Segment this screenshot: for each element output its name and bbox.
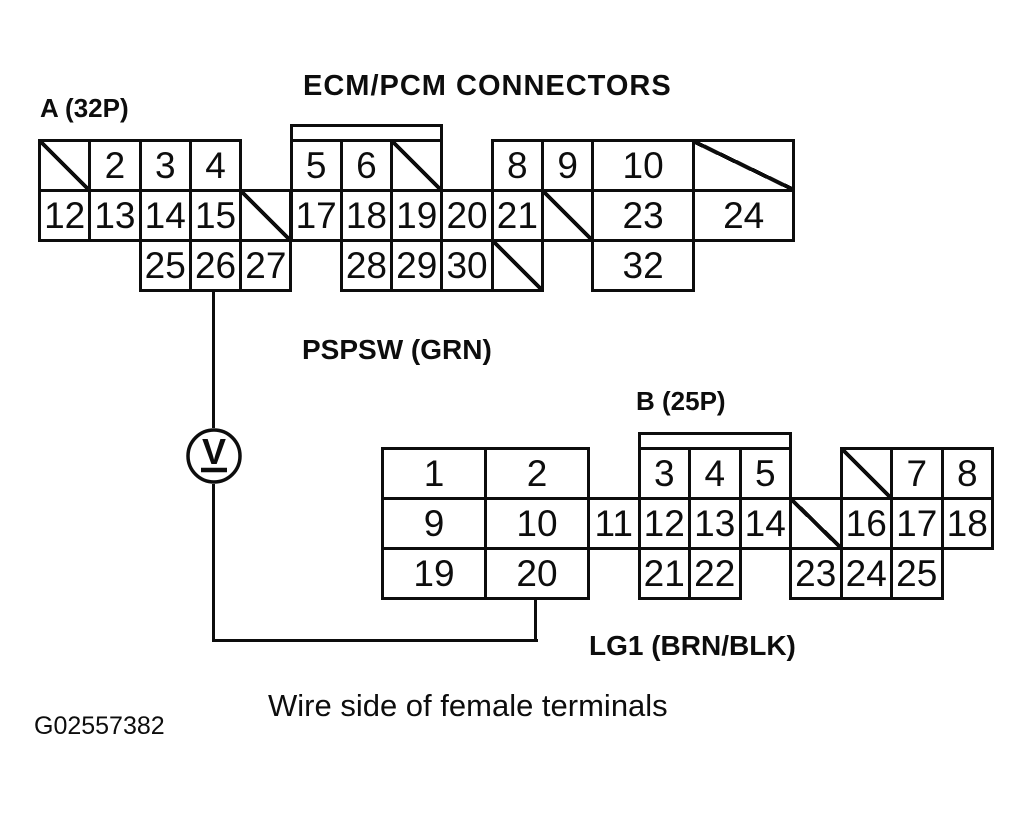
voltmeter-letter: V — [202, 431, 226, 472]
conn-b-pin-22: 22 — [688, 547, 742, 600]
conn-b-pin-2: 2 — [484, 447, 590, 500]
conn-b-pin-25: 25 — [890, 547, 944, 600]
conn-a-no-pin-cell — [239, 189, 293, 242]
conn-b-pin-5: 5 — [738, 447, 792, 500]
conn-b-no-pin-cell — [839, 447, 893, 500]
conn-a-pin-3: 3 — [138, 139, 192, 192]
conn-a-pin-21: 21 — [490, 189, 544, 242]
conn-a-pin-8: 8 — [490, 139, 544, 192]
conn-a-pin-17: 17 — [289, 189, 343, 242]
conn-a-pin-15: 15 — [188, 189, 243, 242]
conn-a-no-pin-cell — [390, 139, 444, 192]
conn-a-pin-2: 2 — [88, 139, 142, 192]
voltmeter-icon: V — [186, 428, 242, 484]
conn-b-pin-23: 23 — [789, 547, 843, 600]
conn-b-pin-3: 3 — [637, 447, 691, 500]
conn-a-pin-26: 26 — [188, 239, 243, 292]
conn-b-pin-14: 14 — [738, 497, 792, 550]
conn-b-pin-17: 17 — [890, 497, 944, 550]
conn-b-pin-11: 11 — [587, 497, 641, 550]
connector-a-label: A (32P) — [40, 93, 129, 123]
conn-a-pin-29: 29 — [390, 239, 444, 292]
conn-a-pin-9: 9 — [541, 139, 595, 192]
conn-a-pin-23: 23 — [591, 189, 695, 242]
conn-a-pin-12: 12 — [38, 189, 92, 242]
conn-a-pin-25: 25 — [138, 239, 192, 292]
conn-b-pin-24: 24 — [839, 547, 893, 600]
conn-a-pin-18: 18 — [339, 189, 394, 242]
conn-a-pin-28: 28 — [339, 239, 394, 292]
conn-a-pin-6: 6 — [339, 139, 394, 192]
conn-a-pin-5: 5 — [289, 139, 343, 192]
conn-b-pin-19: 19 — [381, 547, 487, 600]
wire-pspsw-vertical-lower — [212, 484, 215, 642]
conn-a-no-pin-cell — [38, 139, 92, 192]
conn-a-no-pin-cell — [541, 189, 595, 242]
wire-pspsw-vertical-upper — [212, 287, 215, 428]
conn-a-pin-19: 19 — [390, 189, 444, 242]
conn-b-pin-20: 20 — [484, 547, 590, 600]
conn-a-pin-20: 20 — [440, 189, 494, 242]
conn-a-pin-4: 4 — [188, 139, 243, 192]
wire-side-note: Wire side of female terminals — [268, 688, 668, 723]
conn-b-pin-21: 21 — [637, 547, 691, 600]
conn-b-pin-1: 1 — [381, 447, 487, 500]
wire-lg1-vertical — [534, 595, 537, 642]
conn-b-pin-7: 7 — [890, 447, 944, 500]
conn-a-pin-32: 32 — [591, 239, 695, 292]
conn-a-pin-27: 27 — [239, 239, 293, 292]
conn-b-pin-12: 12 — [637, 497, 691, 550]
conn-b-pin-18: 18 — [940, 497, 994, 550]
pspsw-signal-label: PSPSW (GRN) — [302, 334, 492, 365]
conn-b-pin-8: 8 — [940, 447, 994, 500]
figure-id: G02557382 — [34, 712, 165, 740]
conn-b-pin-4: 4 — [688, 447, 742, 500]
connector-b-label: B (25P) — [636, 386, 726, 416]
conn-a-pin-13: 13 — [88, 189, 142, 242]
conn-b-pin-10: 10 — [484, 497, 590, 550]
conn-a-pin-30: 30 — [440, 239, 494, 292]
conn-b-pin-9: 9 — [381, 497, 487, 550]
conn-a-no-pin-cell — [691, 139, 796, 192]
conn-a-pin-24: 24 — [691, 189, 796, 242]
conn-a-no-pin-cell — [490, 239, 544, 292]
wire-horizontal-run — [212, 639, 538, 642]
conn-b-pin-16: 16 — [839, 497, 893, 550]
diagram-title: ECM/PCM CONNECTORS — [303, 70, 672, 102]
conn-b-pin-13: 13 — [688, 497, 742, 550]
lg1-signal-label: LG1 (BRN/BLK) — [589, 630, 796, 661]
conn-a-pin-10: 10 — [591, 139, 695, 192]
conn-b-no-pin-cell — [789, 497, 843, 550]
conn-a-pin-14: 14 — [138, 189, 192, 242]
